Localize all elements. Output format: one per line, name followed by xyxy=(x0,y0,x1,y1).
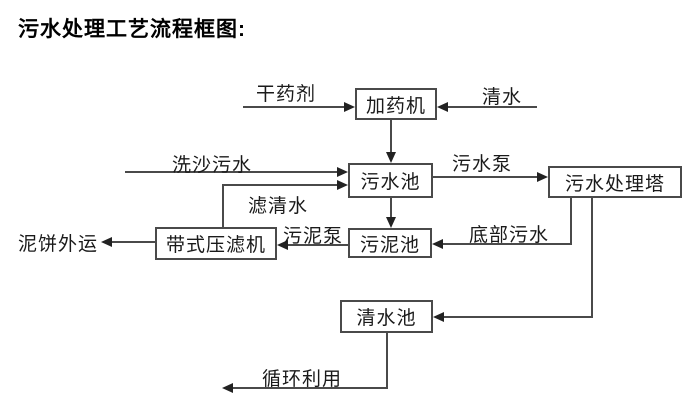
edge-recycle-riser xyxy=(386,333,388,389)
edge-sewage-pump-line xyxy=(433,176,538,178)
edge-sand-washing-line xyxy=(125,171,338,173)
arrowhead-right-icon xyxy=(337,167,348,177)
arrowhead-left-icon xyxy=(222,383,233,393)
flow-label-bottom-sewage: 底部污水 xyxy=(469,225,550,246)
edge-bottom-sewage-line xyxy=(443,243,571,245)
edge-clean-water-line xyxy=(448,106,537,108)
edge-bottom-sewage-riser xyxy=(570,198,572,245)
flow-label-sludge-pump: 污泥泵 xyxy=(283,226,344,247)
flow-label-clean-water: 清水 xyxy=(482,87,523,108)
page-title: 污水处理工艺流程框图: xyxy=(18,13,246,43)
arrowhead-left-icon xyxy=(432,239,443,249)
arrowhead-right-icon xyxy=(337,180,348,190)
node-belt-filter-press: 带式压滤机 xyxy=(155,227,277,260)
edge-tower-to-clean-line xyxy=(444,316,592,318)
arrowhead-left-icon xyxy=(433,312,444,322)
flow-label-mud-cake-transport: 泥饼外运 xyxy=(18,234,99,255)
node-dosing-machine: 加药机 xyxy=(355,88,437,120)
node-clean-water-pool: 清水池 xyxy=(340,300,433,333)
edge-dry-agent-line xyxy=(243,106,344,108)
arrowhead-left-icon xyxy=(277,240,288,250)
node-sewage-pool: 污水池 xyxy=(348,163,433,198)
edge-tower-to-clean-riser xyxy=(591,198,593,318)
arrowhead-down-icon xyxy=(386,152,396,163)
edge-sludge-pump-line xyxy=(288,244,348,246)
edge-dosing-to-sewage-line xyxy=(390,120,392,153)
flow-label-dry-agent: 干药剂 xyxy=(256,84,317,105)
flow-label-sand-washing-sewage: 洗沙污水 xyxy=(172,155,253,176)
arrowhead-right-icon xyxy=(344,102,355,112)
arrowhead-left-icon xyxy=(101,237,112,247)
edge-mud-cake-line xyxy=(112,241,155,243)
node-sewage-treatment-tower: 污水处理塔 xyxy=(548,166,682,198)
arrowhead-left-icon xyxy=(437,102,448,112)
edge-sewage-to-sludge-line xyxy=(390,198,392,218)
edge-filtered-water-line xyxy=(222,184,338,186)
arrowhead-right-icon xyxy=(537,172,548,182)
page-title-text: 污水处理工艺流程框图: xyxy=(18,18,246,41)
flow-label-recycle-use: 循环利用 xyxy=(262,369,343,390)
arrowhead-down-icon xyxy=(386,217,396,228)
node-sludge-pool: 污泥池 xyxy=(348,228,432,258)
flow-label-filtered-water: 滤清水 xyxy=(248,196,309,217)
flow-label-sewage-pump: 污水泵 xyxy=(452,154,513,175)
edge-filtered-water-riser xyxy=(222,184,224,227)
edge-recycle-line xyxy=(233,387,387,389)
